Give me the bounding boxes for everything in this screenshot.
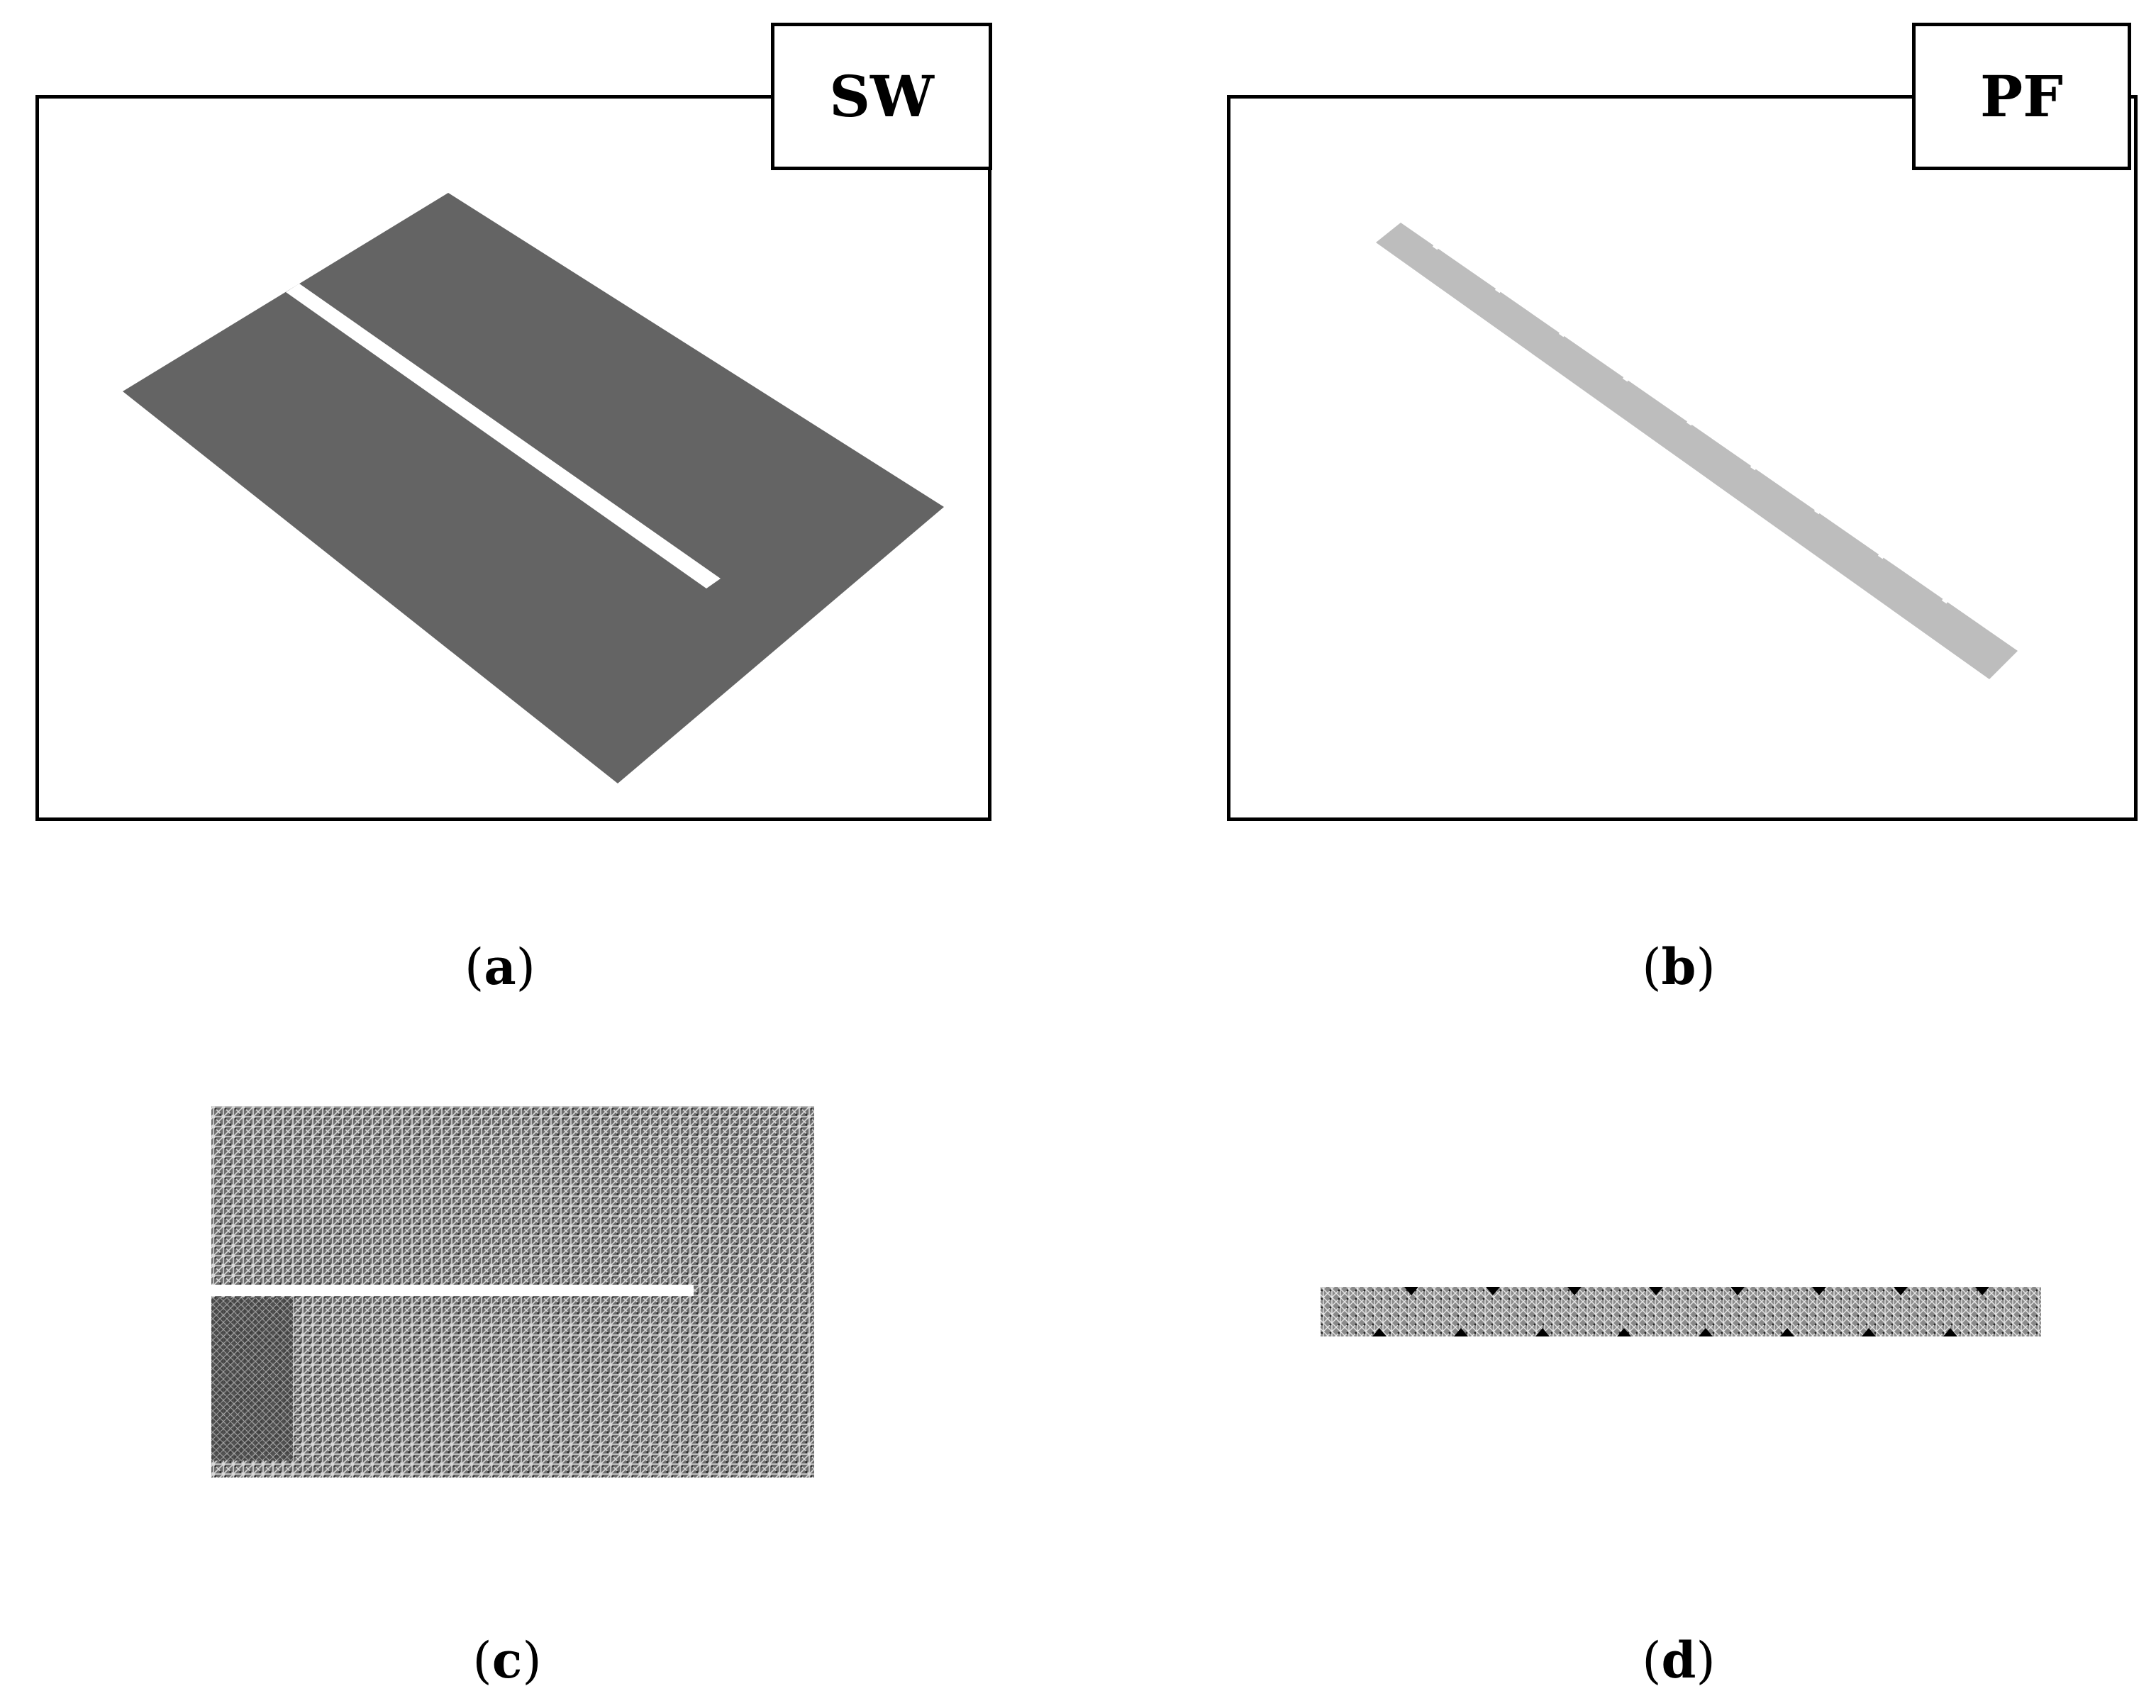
- pf-strip-notches: [1432, 240, 1951, 604]
- sw-mesh-dense-region: [211, 1297, 293, 1461]
- caption-a: (a): [465, 937, 535, 996]
- caption-b: (b): [1642, 937, 1716, 996]
- sw-mesh-drawing: [211, 1106, 814, 1478]
- sw-sheet-drawing: [123, 193, 944, 783]
- pf-mesh-drawing: [1321, 1287, 2041, 1336]
- sw-sheet: [123, 193, 944, 783]
- panel-b-label-pf: PF: [1912, 23, 2131, 170]
- pf-mesh-notches: [1372, 1287, 1989, 1336]
- pf-mesh-strip: [1321, 1287, 2041, 1336]
- caption-d: (d): [1642, 1631, 1716, 1690]
- sw-mesh-slit: [211, 1285, 694, 1296]
- caption-c: (c): [472, 1631, 542, 1690]
- panel-a-label-sw: SW: [771, 23, 992, 170]
- pf-strip-drawing: [1376, 223, 2018, 679]
- pf-strip: [1376, 223, 2018, 679]
- sw-slit: [286, 284, 721, 588]
